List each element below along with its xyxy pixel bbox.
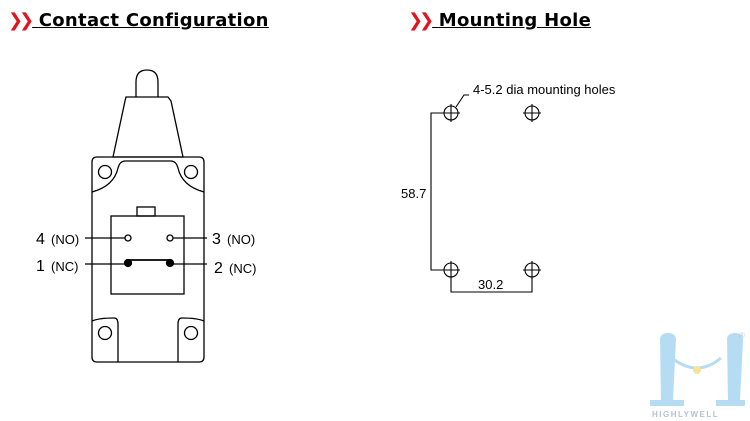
mount-hole [183, 325, 199, 341]
terminal-3-type: (NO) [227, 232, 255, 247]
body-inner-outline-bottom [91, 317, 205, 362]
horizontal-dimension-line [450, 277, 533, 293]
contact-configuration-title: Contact Configuration [38, 10, 269, 31]
plunger [135, 69, 159, 97]
mount-hole [183, 164, 199, 180]
contact-configuration-heading: ❯❯ Contact Configuration [8, 10, 269, 31]
terminal-3-number: 3 [212, 231, 221, 248]
hole-top-right [523, 104, 541, 122]
limit-switch-drawing [85, 69, 207, 363]
chevron-icon: ❯❯ [8, 10, 34, 31]
no-contact [166, 234, 174, 242]
hole-bottom-left [442, 261, 460, 279]
terminal-2-type: (NC) [229, 261, 256, 276]
terminal-labels: 4 (NO) 3 (NO) 1 (NC) 2 (NC) [36, 231, 256, 277]
mount-hole [97, 325, 113, 341]
highlywell-logo: HIGHLYWELL ® [650, 331, 745, 419]
terminal-4-type: (NO) [51, 232, 79, 247]
terminal-1-number: 1 [36, 258, 45, 275]
logo-text: HIGHLYWELL [652, 410, 719, 419]
horizontal-dimension-label: 30.2 [478, 277, 503, 292]
logo-dot [693, 366, 701, 374]
body-inner-outline [91, 160, 205, 193]
hole-bottom-right [523, 261, 541, 279]
nc-contact [123, 258, 133, 268]
switch-body [91, 156, 205, 363]
contact-tab [136, 206, 156, 217]
terminal-1-type: (NC) [51, 259, 78, 274]
vertical-dimension-label: 58.7 [401, 186, 426, 201]
terminal-4-number: 4 [36, 231, 45, 248]
mounting-hole-heading: ❯❯ Mounting Hole [408, 10, 591, 31]
note-leader [455, 94, 469, 108]
actuator-head [112, 96, 184, 158]
hole-note: 4-5.2 dia mounting holes [473, 82, 616, 97]
no-contact [124, 234, 132, 242]
hole-top-left [442, 104, 460, 122]
chevron-icon: ❯❯ [408, 10, 434, 31]
mounting-hole-title: Mounting Hole [438, 10, 592, 31]
terminal-2-number: 2 [214, 260, 223, 277]
mounting-hole-drawing [430, 94, 541, 293]
vertical-dimension-line [430, 112, 444, 271]
registered-mark: ® [739, 331, 745, 340]
contact-block [110, 215, 185, 295]
logo-h-mark [650, 333, 745, 406]
mount-hole [97, 164, 113, 180]
nc-contact [165, 258, 175, 268]
